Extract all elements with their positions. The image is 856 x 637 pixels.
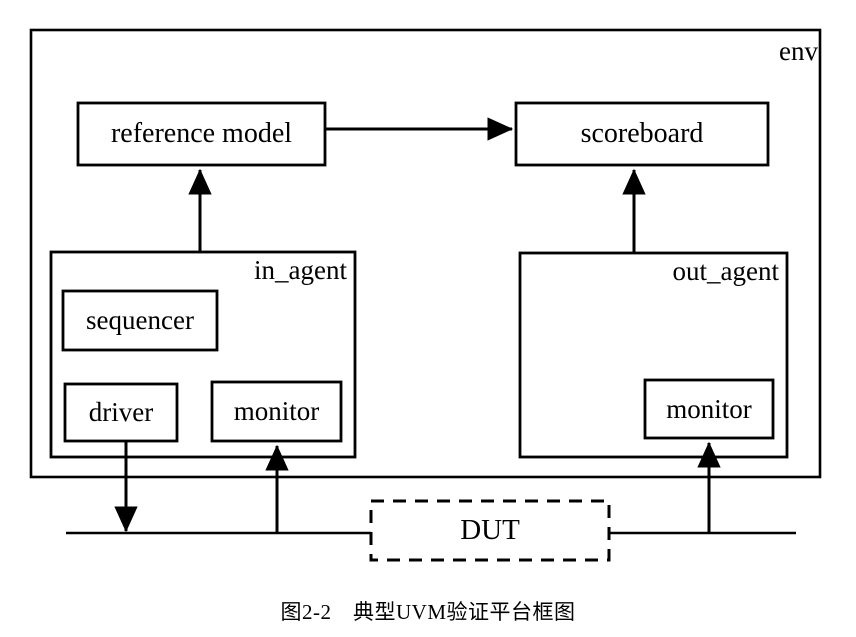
figure-caption: 图2-2 典型UVM验证平台框图 xyxy=(280,600,576,624)
out-agent-container-border xyxy=(518,251,789,459)
out-agent-container-label: out_agent xyxy=(672,256,779,286)
in-monitor-label: monitor xyxy=(233,396,320,426)
dut-box xyxy=(369,499,611,562)
driver-label: driver xyxy=(88,397,154,427)
in-agent-container-label: in_agent xyxy=(254,255,347,285)
out-monitor-label: monitor xyxy=(666,393,752,424)
out-monitor-box xyxy=(643,378,775,440)
scoreboard-label: scoreboard xyxy=(580,118,704,149)
driver-box xyxy=(63,382,179,443)
env-container-border xyxy=(29,28,822,479)
sequencer-box xyxy=(61,289,219,352)
in-agent-container-border xyxy=(49,250,357,459)
sequencer-label: sequencer xyxy=(86,305,194,335)
dut-label: DUT xyxy=(460,514,520,546)
reference-model-label: reference model xyxy=(110,118,293,149)
env-container-label: env xyxy=(779,36,818,66)
in-monitor-box xyxy=(210,380,343,443)
scoreboard-box xyxy=(514,101,770,167)
reference-model-box xyxy=(76,101,327,167)
